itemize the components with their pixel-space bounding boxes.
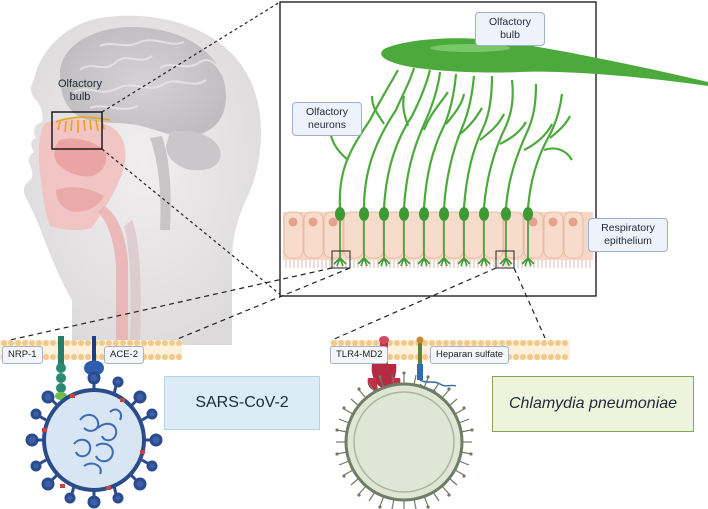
respiratory-epithelium-cells — [283, 211, 593, 268]
chlamydia-cell-icon — [335, 371, 474, 509]
nrp1-receptor-icon — [55, 336, 67, 400]
heparan-sulfate-label: Heparan sulfate — [430, 346, 510, 364]
zoom-guide-lines — [101, 1, 283, 297]
nrp1-label: NRP-1 — [2, 346, 43, 364]
olfactory-neurons-label: Olfactory neurons — [292, 102, 362, 136]
sars-cov-2-title: SARS-CoV-2 — [164, 376, 320, 430]
ace2-label: ACE-2 — [104, 346, 144, 364]
sars-cov-2-virion-icon — [25, 371, 163, 509]
chlamydia-pneumoniae-title: Chlamydia pneumoniae — [492, 376, 694, 432]
respiratory-epithelium-label: Respiratory epithelium — [588, 218, 668, 252]
head-olfactory-bulb-label: Olfactory bulb — [57, 78, 102, 103]
zoom-panel — [279, 1, 708, 297]
tlr4-md2-label: TLR4-MD2 — [330, 346, 389, 364]
neuron-cell-bodies — [335, 207, 533, 221]
olfactory-neurons — [328, 67, 573, 209]
zoom-olfactory-bulb-label: Olfactory bulb — [475, 12, 545, 46]
head-silhouette-illustration — [23, 15, 262, 345]
